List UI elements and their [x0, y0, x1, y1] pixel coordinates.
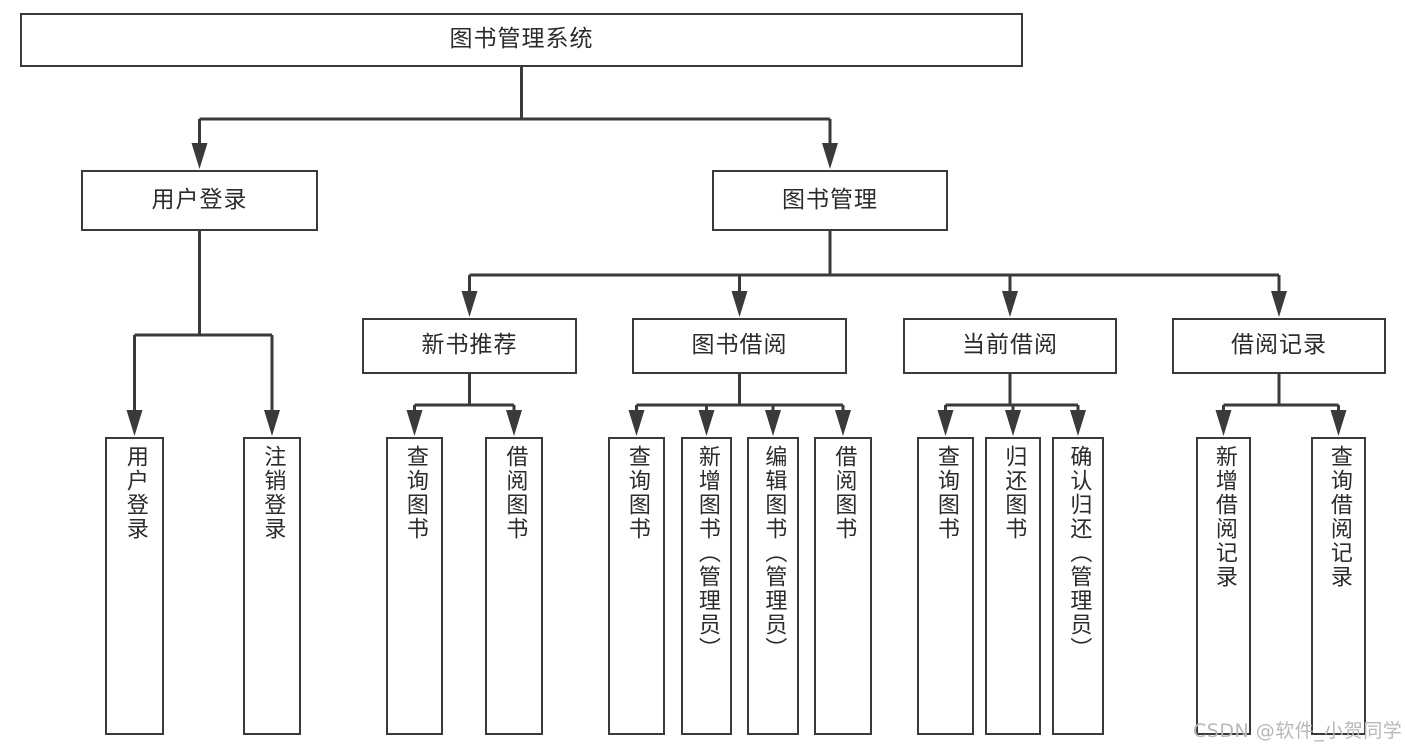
node-leaf-user-logout[interactable]: 注销登录: [243, 437, 301, 735]
node-leaf-borrow-book-1-label: 借阅图书: [502, 445, 528, 541]
node-book-manage-label: 图书管理: [782, 186, 878, 213]
node-leaf-query-record-label: 查询借阅记录: [1326, 445, 1352, 589]
node-user-login[interactable]: 用户登录: [81, 170, 318, 231]
node-user-login-label: 用户登录: [151, 186, 248, 213]
node-leaf-add-book[interactable]: 新增图书（管理员）: [681, 437, 732, 735]
node-leaf-add-book-label: 新增图书（管理员）: [694, 445, 720, 661]
node-borrow-record-label: 借阅记录: [1231, 332, 1327, 359]
node-leaf-query-book-3[interactable]: 查询图书: [917, 437, 974, 735]
node-current-borrow[interactable]: 当前借阅: [903, 318, 1117, 374]
node-leaf-edit-book[interactable]: 编辑图书（管理员）: [747, 437, 799, 735]
node-book-manage[interactable]: 图书管理: [712, 170, 948, 231]
node-leaf-edit-book-label: 编辑图书（管理员）: [761, 445, 787, 661]
node-leaf-query-record[interactable]: 查询借阅记录: [1311, 437, 1366, 735]
node-leaf-user-login[interactable]: 用户登录: [105, 437, 164, 735]
node-leaf-borrow-book-2[interactable]: 借阅图书: [814, 437, 872, 735]
node-leaf-borrow-book-1[interactable]: 借阅图书: [485, 437, 543, 735]
node-leaf-query-book-1-label: 查询图书: [402, 445, 428, 541]
csdn-watermark: CSDN @软件_小贺同学: [1193, 720, 1403, 742]
node-book-borrow-label: 图书借阅: [691, 332, 788, 359]
node-new-book-recommend[interactable]: 新书推荐: [362, 318, 577, 374]
node-leaf-query-book-2-label: 查询图书: [624, 445, 650, 541]
node-leaf-return-book-label: 归还图书: [1001, 445, 1027, 541]
node-borrow-record[interactable]: 借阅记录: [1172, 318, 1386, 374]
node-new-book-recommend-label: 新书推荐: [421, 332, 518, 359]
node-root[interactable]: 图书管理系统: [20, 13, 1023, 67]
node-root-label: 图书管理系统: [449, 26, 594, 53]
node-leaf-user-login-label: 用户登录: [122, 445, 148, 541]
node-leaf-add-record-label: 新增借阅记录: [1211, 445, 1237, 589]
node-leaf-query-book-1[interactable]: 查询图书: [386, 437, 443, 735]
node-leaf-confirm-return-label: 确认归还（管理员）: [1066, 445, 1092, 661]
node-current-borrow-label: 当前借阅: [962, 332, 1058, 359]
node-leaf-confirm-return[interactable]: 确认归还（管理员）: [1052, 437, 1104, 735]
node-leaf-borrow-book-2-label: 借阅图书: [831, 445, 857, 541]
node-leaf-user-logout-label: 注销登录: [260, 445, 286, 541]
node-leaf-query-book-2[interactable]: 查询图书: [608, 437, 665, 735]
node-book-borrow[interactable]: 图书借阅: [632, 318, 847, 374]
node-leaf-add-record[interactable]: 新增借阅记录: [1196, 437, 1251, 735]
node-leaf-return-book[interactable]: 归还图书: [985, 437, 1041, 735]
node-leaf-query-book-3-label: 查询图书: [933, 445, 959, 541]
